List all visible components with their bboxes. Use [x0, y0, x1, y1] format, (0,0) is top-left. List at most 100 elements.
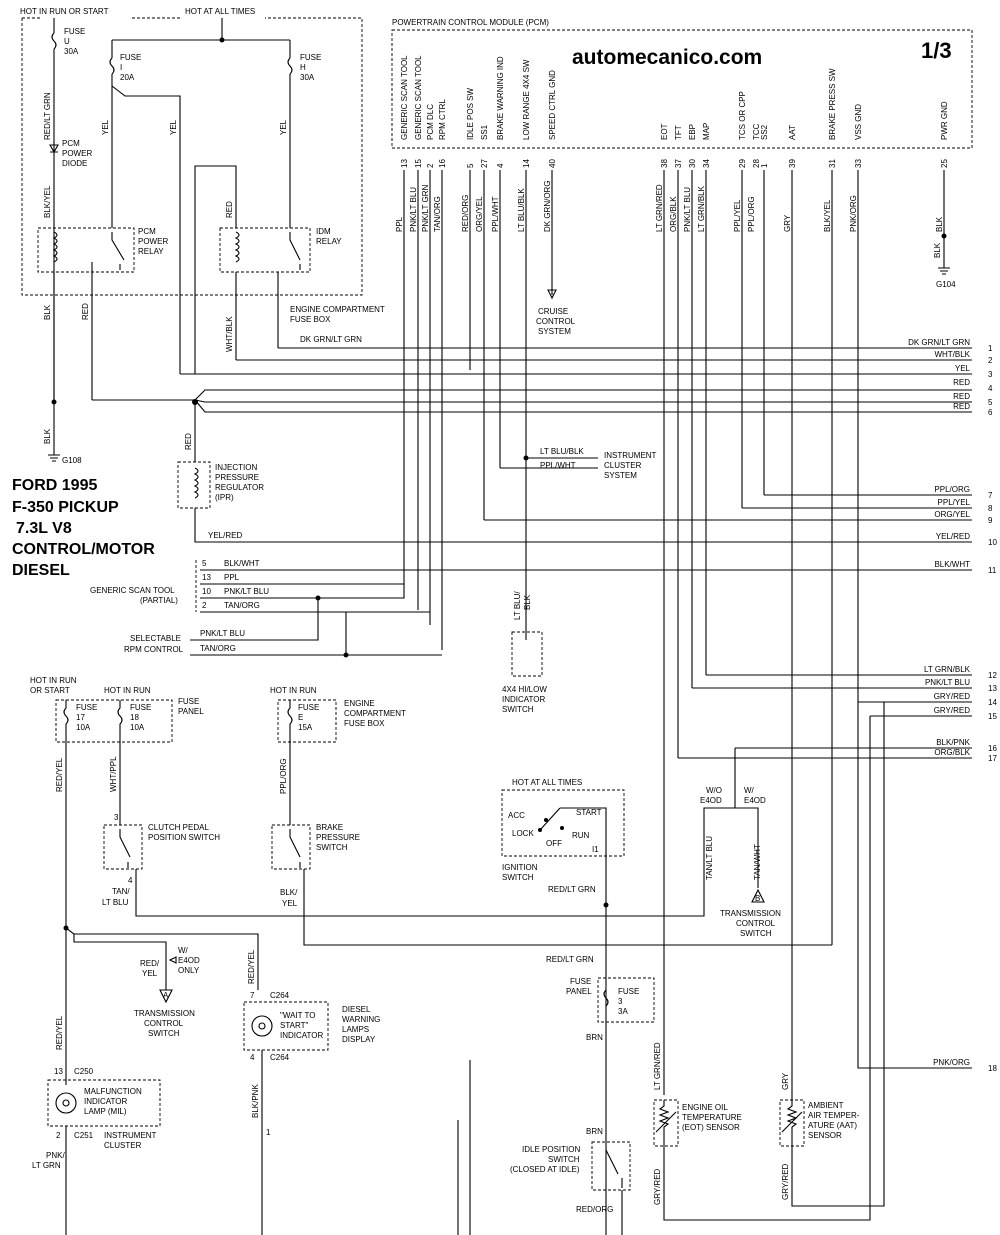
- fuse-u-id: U: [64, 37, 70, 46]
- w-e4od-only-2: E4OD: [178, 956, 200, 965]
- ic-label-2: CLUSTER: [604, 461, 642, 470]
- fuse-17-symbol: [63, 700, 69, 742]
- ipr-label-1: INJECTION: [215, 463, 257, 472]
- aat-label-1: AMBIENT: [808, 1101, 844, 1110]
- pcm-pin-number: 14: [522, 159, 531, 168]
- mil-lamp: [55, 1092, 77, 1114]
- fuse-panel-label-2: PANEL: [178, 707, 204, 716]
- right-wire-label: RED: [953, 378, 970, 387]
- idm-relay-label-2: RELAY: [316, 237, 342, 246]
- right-wire-label: RED: [953, 402, 970, 411]
- hot-run-start-label: HOT IN RUN OR START: [20, 7, 109, 16]
- fuse-h-id: H: [300, 63, 306, 72]
- pcm-diode-symbol: [49, 144, 59, 154]
- aat-return: [791, 702, 885, 1207]
- brand-label: automecanico.com: [572, 46, 762, 69]
- ign-dot-3: [560, 826, 564, 830]
- wait-to-start-lamp: [251, 1015, 273, 1037]
- red-relay-label: RED: [225, 201, 234, 218]
- right-wire-label: PNK/ORG: [933, 1058, 970, 1067]
- fuse-i-id: I: [120, 63, 122, 72]
- right-wire-number: 3: [988, 370, 993, 379]
- fuse-h-symbol: [287, 57, 293, 75]
- dwl-label-2: WARNING: [342, 1015, 380, 1024]
- scan-pin-2: 2: [202, 601, 207, 610]
- red-yel-label-1: RED/YEL: [55, 757, 64, 792]
- rpm-label-2: RPM CONTROL: [124, 645, 184, 654]
- dwl-label-4: DISPLAY: [342, 1035, 376, 1044]
- ppl-org-label: PPL/ORG: [279, 758, 288, 794]
- tan-lt-blu-label-2: LT BLU: [102, 898, 129, 907]
- pcm-pin-name: LOW RANGE 4X4 SW: [522, 59, 531, 140]
- fuse-h-label: FUSE: [300, 53, 321, 62]
- red-yel-label-5: RED/YEL: [55, 1015, 64, 1050]
- g104-label: G104: [936, 280, 956, 289]
- tcc-wires: [484, 494, 972, 521]
- aat-label-2: AIR TEMPER-: [808, 1111, 860, 1120]
- pnk-lt-grn-label-1: PNK/: [46, 1151, 65, 1160]
- e4od-split: [720, 748, 759, 888]
- right-wire-number: 9: [988, 516, 993, 525]
- scan-pin-5-wire: BLK/WHT: [224, 559, 260, 568]
- mil-label-3: LAMP (MIL): [84, 1107, 127, 1116]
- tcs-b-label: B: [755, 894, 760, 903]
- wts-pin-7: 7: [250, 991, 255, 1000]
- ic2-label-1: INSTRUMENT: [104, 1131, 157, 1140]
- pcm-pin-name: TCS OR CPP: [738, 91, 747, 140]
- lt-blu-blk-junction: [523, 455, 529, 461]
- pcm-pin-number: 31: [828, 159, 837, 168]
- hilow-label-3: SWITCH: [502, 705, 534, 714]
- pcm-diode-label-2: POWER: [62, 149, 92, 158]
- ic-label-1: INSTRUMENT: [604, 451, 657, 460]
- lt-blu-blk-label: LT BLU/BLK: [540, 447, 584, 456]
- yel-label-3: YEL: [279, 119, 288, 135]
- right-wire-label: PNK/LT BLU: [925, 678, 970, 687]
- blk-pnk-label: BLK/PNK: [251, 1084, 260, 1118]
- wts-pin-4: 4: [250, 1053, 255, 1062]
- pcm-pin-number: 33: [854, 159, 863, 168]
- pcm-pin-number: 1: [760, 163, 769, 168]
- ign-label-2: SWITCH: [502, 873, 534, 882]
- upper-left-boundary: [21, 17, 363, 296]
- pcm-pin-name: AAT: [788, 125, 797, 140]
- red-yel-label-4: RED/YEL: [247, 949, 256, 984]
- fuse-u-symbol: [51, 32, 57, 50]
- right-wire-number: 4: [988, 384, 993, 393]
- bps-contact: [289, 829, 301, 868]
- pcm-pin-number: 15: [414, 159, 423, 168]
- pcm-relay-label-3: RELAY: [138, 247, 164, 256]
- wait-label-1: "WAIT TO: [280, 1011, 315, 1020]
- mil-filament: [62, 1099, 70, 1107]
- tcs-label-2: CONTROL: [736, 919, 776, 928]
- ecfb2-label-2: COMPARTMENT: [344, 709, 406, 718]
- fuse-18-label: FUSE: [130, 703, 151, 712]
- blk-pnk-one: 1: [266, 1128, 271, 1137]
- tan-wht-label: TAN/WHT: [753, 844, 762, 880]
- ign-dot-2: [544, 818, 548, 822]
- right-wire-label: YEL: [955, 364, 971, 373]
- scan-pin-13-wire: PPL: [224, 573, 240, 582]
- tan-lt-blu-vertical: TAN/LT BLU: [705, 836, 714, 880]
- pcm-pin-name: EBP: [688, 124, 697, 140]
- w-e4od-only-1: W/: [178, 946, 189, 955]
- right-wire-labels: DK GRN/LT GRN1WHT/BLK2YEL3RED4RED5RED6PP…: [908, 338, 997, 1073]
- red-splice-wires: [92, 389, 972, 413]
- ignition-switch: [501, 789, 625, 857]
- eot-return: [663, 716, 871, 1221]
- pcm-pin-wire-color: BLK: [935, 216, 944, 232]
- pnk-lt-grn-label-2: LT GRN: [32, 1161, 61, 1170]
- wo-e4od-1: W/O: [706, 786, 722, 795]
- pcm-pin-number: 4: [496, 163, 505, 168]
- clutch-switch: [103, 824, 143, 870]
- right-wire-number: 18: [988, 1064, 997, 1073]
- clutch-switch-contact: [119, 829, 131, 868]
- lower-verticals: [457, 1060, 623, 1235]
- clutch-label-1: CLUTCH PEDAL: [148, 823, 209, 832]
- pcm-diode-label-3: DIODE: [62, 159, 87, 168]
- pcm-pin-number: 25: [940, 159, 949, 168]
- aat-resistor: [786, 1100, 798, 1146]
- scan-pin-13: 13: [202, 573, 211, 582]
- pcm-pin-name: SPEED CTRL GND: [548, 70, 557, 140]
- blk-yel-label-3: YEL: [282, 899, 298, 908]
